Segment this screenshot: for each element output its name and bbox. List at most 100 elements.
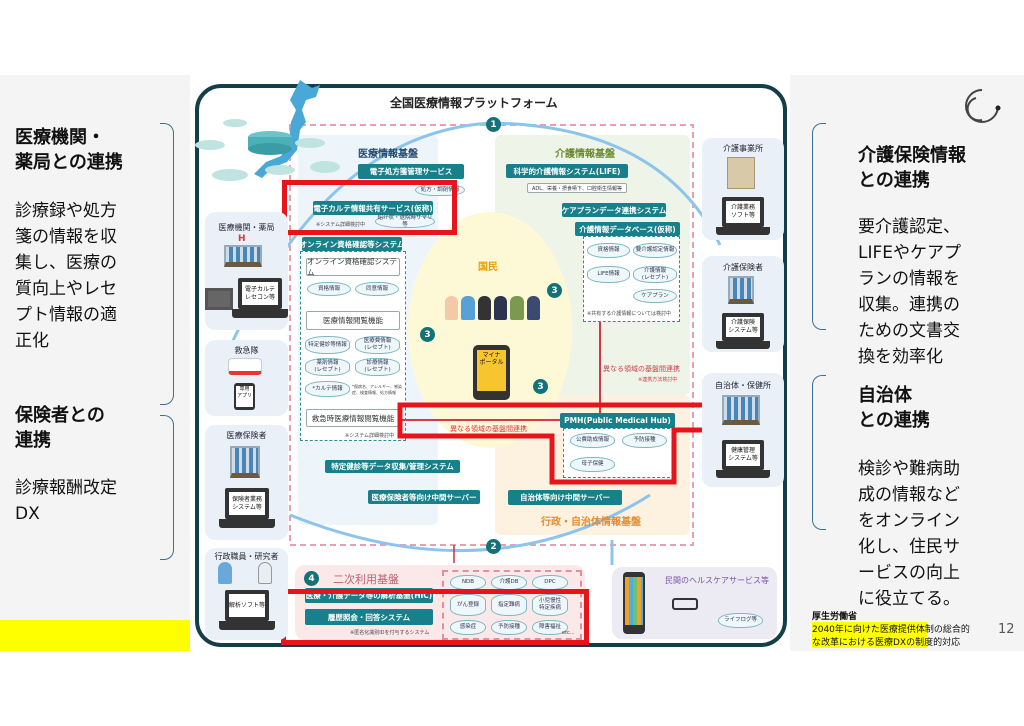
cross-domain-note: ※連携方法検討中 — [638, 377, 678, 383]
left-heading-insurer: 保険者との 連携 — [15, 405, 105, 451]
myna-portal-label: マイナ ポータル — [477, 350, 506, 391]
care-office-building-icon — [727, 157, 755, 189]
insurer-building-icon — [230, 446, 260, 478]
secondary-platform-label: 二次利用基盤 — [333, 573, 399, 586]
care-note: ※共有する介護情報については検討中 — [587, 311, 671, 317]
receipt-printer-icon — [205, 288, 233, 310]
checkup-info: 特定健診等情報 — [305, 336, 350, 354]
drug-info: 薬剤情報 (レセプト) — [305, 358, 350, 376]
step-badge-1: 1 — [486, 117, 501, 132]
municipality-label: 自治体・保健所 — [715, 381, 771, 390]
footer-source: 厚生労働省 — [812, 612, 858, 622]
online-qualification-box: オンライン資格確認システム — [306, 257, 400, 277]
logo — [962, 86, 1002, 130]
ehr-share-service: 電子カルテ情報共有サービス(仮称) — [313, 201, 433, 215]
db-ndb: NDB — [450, 575, 486, 590]
step-badge-3: 3 — [533, 379, 548, 394]
researcher-label: 行政職員・研究者 — [214, 552, 279, 561]
person-icon — [258, 562, 272, 584]
hospital-icon: H — [238, 234, 246, 244]
referral-data: 紹介状・退院時サマリ等 — [375, 215, 435, 228]
right-body-care: 要介護認定、 LIFEやケアプ ランの情報を 収集。連携の ための文書交 換を効… — [858, 217, 962, 367]
eprescription-service: 電子処方箋管理サービス — [358, 164, 464, 179]
page-number: 12 — [998, 622, 1015, 637]
highlight-box-pmh — [397, 402, 714, 485]
karte-info: *カルテ情報 — [305, 381, 350, 397]
checkup-data-system: 特定健診等データ収集/管理システム — [325, 460, 460, 473]
qualification-info: 資格情報 — [307, 282, 351, 296]
footer-doc-line2: な改革における医療DXの制度的対応 — [812, 638, 961, 648]
insurer-label: 医療保険者 — [226, 431, 267, 440]
emergency-note: ※システム詳細検討中 — [345, 433, 395, 439]
yellow-accent-bar — [0, 620, 190, 651]
online-qualification-system: オンライン資格確認等システム — [300, 237, 404, 251]
citizen-ellipse — [408, 212, 572, 448]
left-heading-medical: 医療機関・ 薬局との連携 — [15, 127, 123, 173]
medical-platform-label: 医療情報基盤 — [358, 149, 418, 160]
diagnosis-info: 診療情報 (レセプト) — [355, 358, 400, 376]
maternal-health-info: 母子保健 — [570, 457, 615, 472]
consent-info: 同意情報 — [355, 282, 399, 296]
care-platform-label: 介護情報基盤 — [555, 149, 615, 160]
regional-nodes — [195, 119, 340, 181]
karte-note: *傷病名、アレルギー、感染症、検査情報、処方情報 — [352, 384, 402, 395]
care-office-label: 介護事業所 — [723, 144, 763, 153]
lifelog-data: ライフログ等 — [718, 613, 763, 628]
life-info: LIFE情報 — [587, 266, 630, 283]
vaccination-info: 予防接種 — [622, 433, 667, 448]
db-vaccination: 予防接種 — [491, 620, 527, 635]
right-heading-municipality: 自治体 との連携 — [858, 385, 930, 431]
footer-doc-line1: 2040年に向けた医療提供体制の総合的 — [812, 625, 970, 635]
highlight-box-ehr — [282, 180, 457, 235]
municipal-intermediate-server: 自治体等向け中間サーバー — [508, 490, 622, 505]
wearable-icon — [672, 598, 698, 610]
smartphone-icon — [623, 572, 645, 634]
connector-line — [599, 322, 601, 415]
researcher-laptop: 解析ソフト等 — [219, 590, 275, 630]
subsidy-info: 公費助成情報 — [570, 433, 615, 448]
db-disability: 障害福祉 — [532, 620, 568, 635]
secondary-note: ※匿名化識別IDを付与するシステム — [350, 630, 430, 636]
citizens-illustration — [445, 296, 540, 320]
life-system: 科学的介護情報システム(LIFE) — [506, 164, 628, 178]
right-heading-care: 介護保険情報 との連携 — [858, 145, 966, 191]
person-icon — [218, 562, 232, 584]
db-cancer: がん登録 — [450, 594, 486, 616]
cross-domain-label: 異なる領域の基盤間連携 — [603, 365, 680, 373]
municipality-laptop: 健康管理 システム等 — [716, 440, 770, 478]
left-body-insurer: 診療報酬改定 DX — [15, 478, 117, 524]
careplan-info: ケアプラン — [633, 289, 677, 303]
bracket — [160, 415, 174, 560]
insurer-laptop: 保険者業務 システム等 — [219, 488, 275, 528]
care-certification-info: 要介護認定情報 — [633, 243, 677, 258]
care-database: 介護情報データベース(仮称) — [575, 222, 680, 236]
db-dpc: DPC — [532, 575, 568, 590]
left-body-medical: 診療録や処方 箋の情報を収 集し、医療の 質向上やレセ プト情報の適 正化 — [15, 201, 117, 351]
emergency-viewer: 救急時医療情報閲覧機能 — [306, 409, 400, 427]
db-pediatric: 小児慢性 特定疾病 — [532, 594, 568, 616]
db-intractable: 指定難病 — [491, 594, 527, 616]
bracket — [160, 123, 174, 405]
care-receipt-info: 介護情報 (レセプト) — [633, 266, 677, 283]
step-badge-2: 2 — [486, 539, 501, 554]
flow-arc — [289, 493, 651, 553]
tablet-icon: 専用 アプリ — [234, 383, 255, 410]
citizens-label: 国民 — [478, 262, 498, 273]
hospital-building-icon — [224, 245, 262, 267]
admin-platform-label: 行政・自治体情報基盤 — [541, 517, 641, 528]
diagram-title: 全国医療情報プラットフォーム — [390, 96, 558, 110]
right-body-municipality: 検診や難病助 成の情報など をオンライン 化し、住民サ ービスの向上 に役立てる… — [858, 459, 960, 609]
history-inquiry-system: 履歴照会・回答システム — [305, 609, 433, 625]
hospital-label: 医療機関・薬局 — [218, 223, 275, 232]
care-qual-info: 資格情報 — [587, 243, 630, 258]
db-care: 介護DB — [491, 575, 527, 590]
bracket — [812, 123, 826, 330]
myna-portal-phone: マイナ ポータル — [473, 345, 510, 400]
private-healthcare-label: 民間のヘルスケアサービス等 — [665, 576, 769, 585]
insurer-intermediate-server: 医療保険者等向け中間サーバー — [368, 490, 480, 504]
careplan-system: ケアプランデータ連携システム — [562, 203, 666, 217]
connector-line — [400, 419, 560, 421]
ambulance-label: 救急隊 — [234, 346, 259, 355]
ehr-note: ※システム詳細検討中 — [316, 222, 366, 228]
cross-domain-label-2: 異なる領域の基盤間連携 — [450, 425, 527, 433]
